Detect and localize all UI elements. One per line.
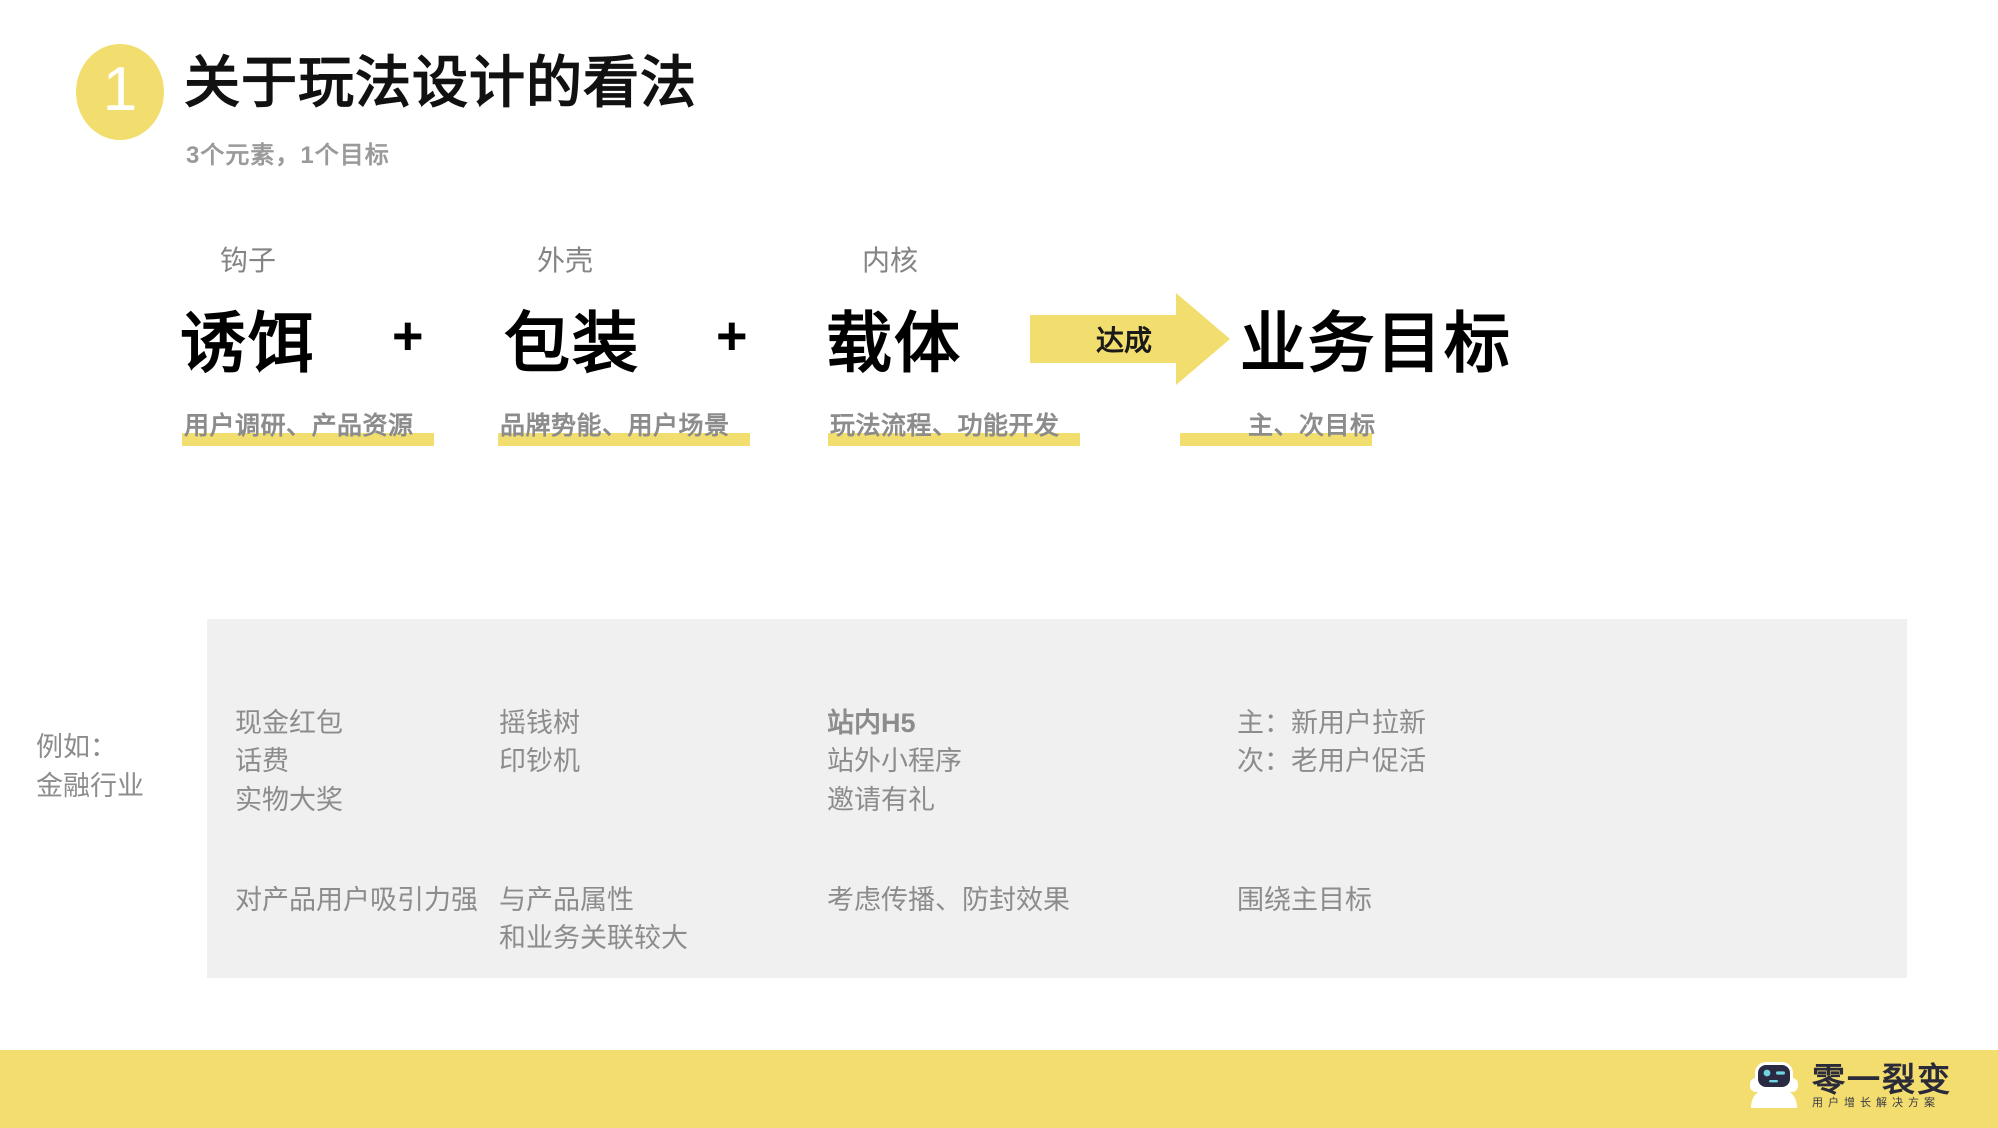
example-line: 摇钱树 xyxy=(499,708,580,738)
example-note-goal: 围绕主目标 xyxy=(1237,881,1372,919)
example-line: 主：新用户拉新 xyxy=(1237,708,1426,738)
example-side-label-line2: 金融行业 xyxy=(36,771,144,802)
example-line: 对产品用户吸引力强 xyxy=(235,885,478,915)
example-line: 印钞机 xyxy=(499,746,580,777)
example-cell-bait: 现金红包 话费 实物大奖 xyxy=(235,704,343,819)
example-side-label-line1: 例如： xyxy=(36,732,117,762)
example-note-package: 与产品属性 和业务关联较大 xyxy=(499,881,688,958)
brand-logo: 零一裂变 用户增长解决方案 xyxy=(1748,1058,1952,1114)
formula-small-label-hook: 钩子 xyxy=(220,245,277,276)
formula-term-bait: 诱饵 xyxy=(180,306,316,380)
formula-small-label-shell: 外壳 xyxy=(537,245,594,276)
achieve-arrow-label: 达成 xyxy=(1095,325,1152,356)
example-line: 和业务关联较大 xyxy=(499,923,688,954)
page-title: 关于玩法设计的看法 xyxy=(184,51,697,114)
achieve-arrow: 达成 xyxy=(1030,293,1230,385)
formula-term-carrier: 载体 xyxy=(826,306,962,380)
example-note-bait: 对产品用户吸引力强 xyxy=(235,881,478,919)
example-cell-package: 摇钱树 印钞机 xyxy=(499,704,580,781)
highlight-bar xyxy=(182,433,434,446)
example-line: 话费 xyxy=(235,746,289,777)
robot-mascot-icon xyxy=(1748,1058,1800,1114)
example-line: 围绕主目标 xyxy=(1237,885,1372,915)
highlight-label-core: 玩法流程、功能开发 xyxy=(828,406,1080,446)
highlight-bar xyxy=(1180,433,1372,446)
example-line: 邀请有礼 xyxy=(827,784,935,815)
example-line: 现金红包 xyxy=(235,708,343,738)
formula-small-label-core: 内核 xyxy=(862,245,919,276)
slide-header: 1 关于玩法设计的看法 3个元素，1个目标 xyxy=(0,0,1998,200)
example-line: 实物大奖 xyxy=(235,784,343,815)
brand-text: 零一裂变 用户增长解决方案 xyxy=(1812,1063,1952,1109)
formula-operator-2: + xyxy=(716,306,748,366)
highlight-bar xyxy=(498,433,750,446)
page-subtitle: 3个元素，1个目标 xyxy=(186,142,390,169)
example-line: 与产品属性 xyxy=(499,885,634,915)
highlight-bar xyxy=(828,433,1080,446)
example-line: 站内H5 xyxy=(827,708,916,738)
formula-term-package: 包装 xyxy=(504,306,640,380)
examples-panel: 现金红包 话费 实物大奖 摇钱树 印钞机 站内H5 站外小程序 邀请有礼 主：新… xyxy=(207,619,1907,978)
formula-highlight-labels: 用户调研、产品资源 品牌势能、用户场景 玩法流程、功能开发 主、次目标 xyxy=(0,398,1998,448)
example-side-label: 例如： 金融行业 xyxy=(36,728,144,806)
example-cell-carrier: 站内H5 站外小程序 邀请有礼 xyxy=(827,704,962,819)
footer-band xyxy=(0,1050,1998,1128)
formula-result-term: 业务目标 xyxy=(1240,306,1512,380)
highlight-label-goal: 主、次目标 xyxy=(1180,406,1376,446)
formula-operator-1: + xyxy=(392,306,424,366)
example-line: 考虑传播、防封效果 xyxy=(827,885,1070,915)
example-line: 站外小程序 xyxy=(827,746,962,777)
arrow-shape-icon xyxy=(1030,293,1230,385)
formula-area: 钩子 外壳 内核 诱饵 + 包装 + 载体 业务目标 xyxy=(0,215,1998,445)
brand-name: 零一裂变 xyxy=(1812,1061,1952,1098)
step-number-label: 1 xyxy=(102,55,138,124)
example-note-carrier: 考虑传播、防封效果 xyxy=(827,881,1070,919)
step-number-badge: 1 xyxy=(76,44,164,140)
highlight-label-hook: 用户调研、产品资源 xyxy=(182,406,434,446)
brand-tagline: 用户增长解决方案 xyxy=(1812,1097,1940,1109)
example-line: 次：老用户促活 xyxy=(1237,746,1426,777)
highlight-label-shell: 品牌势能、用户场景 xyxy=(498,406,750,446)
example-cell-goal: 主：新用户拉新 次：老用户促活 xyxy=(1237,704,1426,781)
